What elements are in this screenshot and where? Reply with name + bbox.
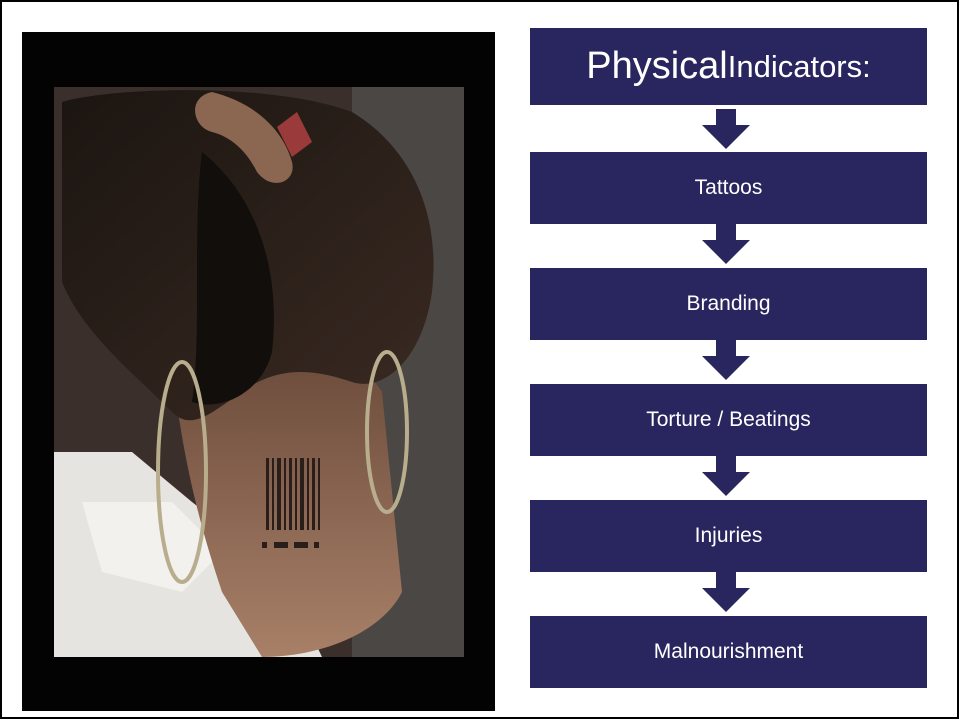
step-label: Tattoos xyxy=(694,176,763,199)
title-large: Physical xyxy=(586,45,728,87)
step-branding: Branding xyxy=(530,268,927,340)
down-arrow-icon xyxy=(702,109,750,149)
step-injuries: Injuries xyxy=(530,500,927,572)
step-label: Malnourishment xyxy=(653,640,804,663)
down-arrow-icon xyxy=(702,456,750,496)
title-box: Physical Indicators: xyxy=(530,28,927,105)
barcode-tattoo-photo xyxy=(22,32,495,711)
step-label: Injuries xyxy=(694,524,763,547)
title-small: Indicators: xyxy=(727,48,871,84)
step-label: Branding xyxy=(686,292,771,315)
down-arrow-icon xyxy=(702,224,750,264)
down-arrow-icon xyxy=(702,340,750,380)
step-label: Torture / Beatings xyxy=(646,408,811,431)
down-arrow-icon xyxy=(702,572,750,612)
step-tattoos: Tattoos xyxy=(530,152,927,224)
step-torture-beatings: Torture / Beatings xyxy=(530,384,927,456)
step-malnourishment: Malnourishment xyxy=(530,616,927,688)
barcode-tattoo xyxy=(262,458,320,548)
